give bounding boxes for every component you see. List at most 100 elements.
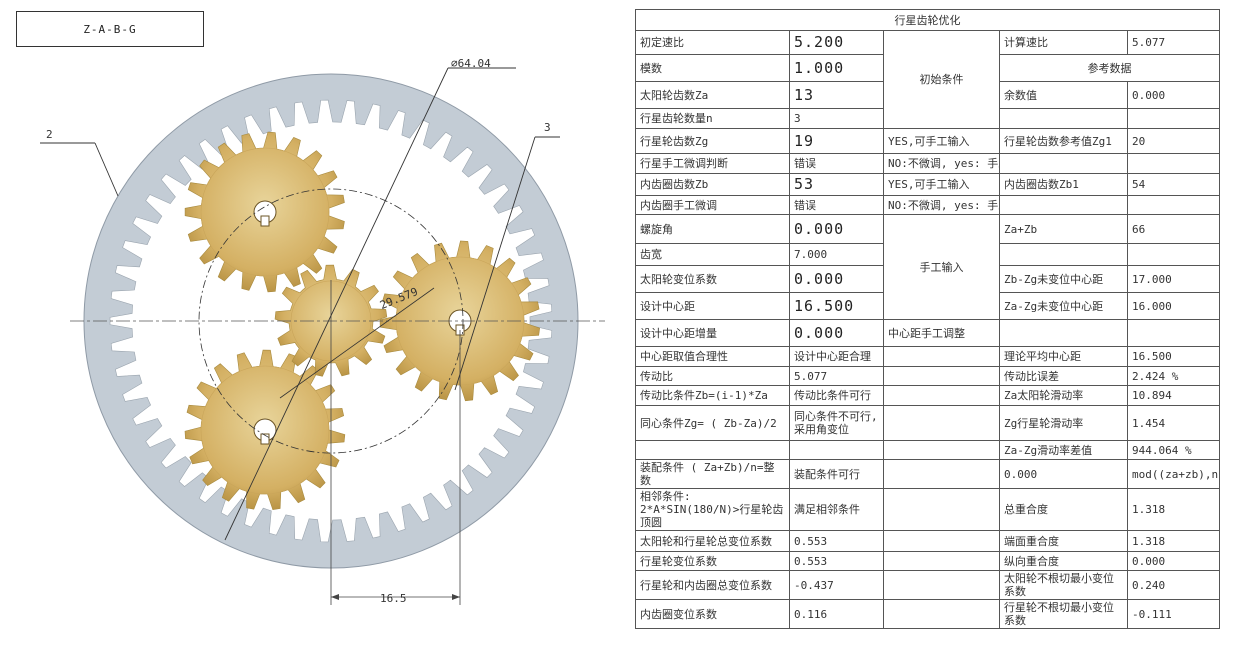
annotations <box>40 67 605 605</box>
ref-value: 1.318 <box>1127 488 1220 531</box>
group-reference-data: 参考数据 <box>999 54 1220 82</box>
center-distance-label: 16.5 <box>380 592 407 605</box>
param-label: 行星齿轮数量n <box>635 108 790 129</box>
param-label: 传动比条件Zb=(i-1)*Za <box>635 385 790 406</box>
param-value: 0.553 <box>789 530 884 552</box>
ref-value <box>1127 108 1220 129</box>
param-value: 错误 <box>789 195 884 215</box>
param-value: 装配条件可行 <box>789 459 884 489</box>
param-label: 太阳轮齿数Za <box>635 81 790 109</box>
param-label: 同心条件Zg= ( Zb-Za)/2 <box>635 405 790 441</box>
param-value: 0.000 <box>789 214 884 244</box>
gear-drawing: Z-A-B-G ∅64.04 2 3 16.5 29.579 <box>16 11 605 605</box>
param-note <box>883 551 1000 571</box>
drawing-title-block: Z-A-B-G <box>16 11 204 47</box>
ref-label: Zb-Zg未变位中心距 <box>999 265 1128 293</box>
part-2-label: 2 <box>46 128 53 141</box>
ref-label: 端面重合度 <box>999 530 1128 552</box>
ref-value <box>1127 319 1220 347</box>
param-label: 太阳轮和行星轮总变位系数 <box>635 530 790 552</box>
param-label: 内齿圈手工微调 <box>635 195 790 215</box>
param-note <box>883 385 1000 406</box>
param-note <box>883 488 1000 531</box>
ref-value <box>1127 153 1220 174</box>
param-label: 齿宽 <box>635 243 790 266</box>
param-note <box>883 599 1000 629</box>
param-label: 初定速比 <box>635 30 790 55</box>
ref-label <box>999 153 1128 174</box>
ref-label: Za-Zg未变位中心距 <box>999 292 1128 320</box>
param-value: 16.500 <box>789 292 884 320</box>
param-value: 53 <box>789 173 884 196</box>
ref-label: Za-Zg滑动率差值 <box>999 440 1128 460</box>
param-value: 1.000 <box>789 54 884 82</box>
param-note: YES,可手工输入 <box>883 128 1000 154</box>
part-3-label: 3 <box>544 121 551 134</box>
param-note: NO:不微调, yes: 手工 <box>883 153 1000 174</box>
ref-label: 余数值 <box>999 81 1128 109</box>
param-value: 错误 <box>789 153 884 174</box>
param-label <box>635 440 790 460</box>
param-note <box>883 366 1000 386</box>
ref-label: 内齿圈齿数Zb1 <box>999 173 1128 196</box>
ref-value <box>1127 195 1220 215</box>
param-note: 中心距手工调整 <box>883 319 1000 347</box>
param-value: 0.000 <box>789 319 884 347</box>
param-label: 太阳轮变位系数 <box>635 265 790 293</box>
diameter-label: ∅64.04 <box>451 57 491 70</box>
ref-value: -0.111 <box>1127 599 1220 629</box>
ref-label: Za+Zb <box>999 214 1128 244</box>
ref-label: Zg行星轮滑动率 <box>999 405 1128 441</box>
param-value: 同心条件不可行,采用角变位 <box>789 405 884 441</box>
param-note <box>883 405 1000 441</box>
param-note <box>883 530 1000 552</box>
ref-value: 66 <box>1127 214 1220 244</box>
param-value: 7.000 <box>789 243 884 266</box>
ref-label: 0.000 <box>999 459 1128 489</box>
planet-gear <box>184 131 345 293</box>
ref-value: 944.064 % <box>1127 440 1220 460</box>
ref-label <box>999 319 1128 347</box>
param-value: 0.000 <box>789 265 884 293</box>
param-value: -0.437 <box>789 570 884 600</box>
param-note <box>883 440 1000 460</box>
param-value: 13 <box>789 81 884 109</box>
ref-value: 16.000 <box>1127 292 1220 320</box>
ref-label <box>999 195 1128 215</box>
ref-label <box>999 243 1128 266</box>
ref-label: 理论平均中心距 <box>999 346 1128 367</box>
table-title-row: 行星齿轮优化 <box>635 9 1220 31</box>
ref-label: 太阳轮不根切最小变位系数 <box>999 570 1128 600</box>
group-manual-input: 手工输入 <box>883 214 1000 320</box>
ref-value: 20 <box>1127 128 1220 154</box>
gear-svg <box>40 67 605 605</box>
ref-value: 1.454 <box>1127 405 1220 441</box>
param-label: 行星轮变位系数 <box>635 551 790 571</box>
ref-label: Za太阳轮滑动率 <box>999 385 1128 406</box>
ref-value: 54 <box>1127 173 1220 196</box>
ref-value: 17.000 <box>1127 265 1220 293</box>
ref-label: 行星轮齿数参考值Zg1 <box>999 128 1128 154</box>
param-label: 行星轮和内齿圈总变位系数 <box>635 570 790 600</box>
param-value: 5.077 <box>789 366 884 386</box>
ref-label: 总重合度 <box>999 488 1128 531</box>
param-label: 内齿圈变位系数 <box>635 599 790 629</box>
ref-value: mod((za+zb),n) <box>1127 459 1220 489</box>
param-value: 传动比条件可行 <box>789 385 884 406</box>
param-note: YES,可手工输入 <box>883 173 1000 196</box>
